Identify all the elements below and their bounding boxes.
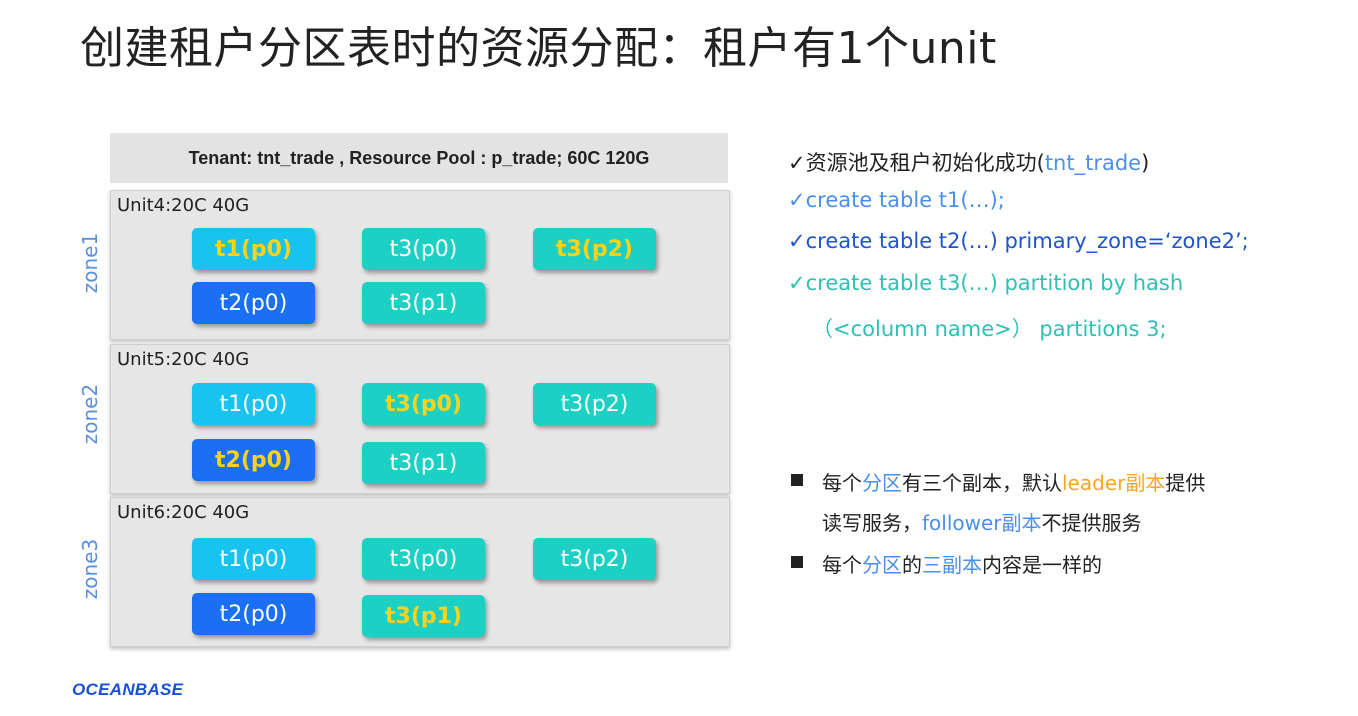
partition-label: t3(p2) xyxy=(556,236,633,262)
unit-label: Unit5:20C 40G xyxy=(117,349,250,370)
check-icon: ✓ xyxy=(788,151,806,175)
partition-label: t3(p0) xyxy=(389,236,458,262)
partition-block: t3(p1) xyxy=(362,282,485,324)
partition-block: t3(p1) xyxy=(362,442,485,484)
text-segment: 分区 xyxy=(862,553,902,577)
note-line: 每个分区的三副本内容是一样的 xyxy=(822,549,1102,578)
text-segment: 读写服务， xyxy=(822,511,922,535)
step-line: （<column name>） partitions 3; xyxy=(812,313,1167,343)
partition-label: t3(p0) xyxy=(389,546,458,572)
text-segment: 资源池及租户初始化成功( xyxy=(805,151,1045,175)
text-segment: follower副本 xyxy=(922,511,1042,535)
partition-label: t2(p0) xyxy=(219,290,288,316)
step-line: ✓create table t1(…); xyxy=(788,188,1005,212)
partition-block: t3(p0) xyxy=(362,538,485,580)
partition-label: t1(p0) xyxy=(219,391,288,417)
partition-label: t3(p2) xyxy=(560,546,629,572)
partition-block: t1(p0) xyxy=(192,538,315,580)
bullet-square-icon xyxy=(791,556,803,568)
oceanbase-logo: OCEANBASE xyxy=(72,680,184,699)
unit-label: Unit6:20C 40G xyxy=(117,502,250,523)
check-icon: ✓ xyxy=(788,188,806,212)
text-segment: leader副本 xyxy=(1062,471,1166,495)
partition-block: t3(p1) xyxy=(362,595,485,637)
zone-label: zone2 xyxy=(78,383,102,445)
partition-label: t2(p0) xyxy=(219,601,288,627)
text-segment: 分区 xyxy=(862,471,902,495)
partition-block: t1(p0) xyxy=(192,228,315,270)
text-segment: 提供 xyxy=(1165,471,1206,495)
unit-box-zone1: Unit4:20C 40G t1(p0) t3(p0) t3(p2) t2(p0… xyxy=(110,190,730,340)
partition-block: t3(p0) xyxy=(362,383,485,425)
partition-block: t3(p2) xyxy=(533,383,656,425)
partition-block: t2(p0) xyxy=(192,439,315,481)
unit-box-zone3: Unit6:20C 40G t1(p0) t3(p0) t3(p2) t2(p0… xyxy=(110,497,730,647)
zone-label: zone3 xyxy=(78,538,102,600)
partition-block: t2(p0) xyxy=(192,282,315,324)
text-segment: create table t3(…) partition by hash xyxy=(805,271,1184,295)
tenant-header: Tenant: tnt_trade , Resource Pool : p_tr… xyxy=(110,133,728,183)
bullet-square-icon xyxy=(791,474,803,486)
note-line: 读写服务，follower副本不提供服务 xyxy=(822,507,1142,536)
partition-label: t3(p1) xyxy=(389,290,458,316)
text-segment: create table t2(…) primary_zone=‘zone2’; xyxy=(805,229,1249,253)
text-segment: 每个 xyxy=(822,553,862,577)
text-segment: 内容是一样的 xyxy=(982,553,1102,577)
text-segment: 三副本 xyxy=(922,553,982,577)
partition-label: t3(p0) xyxy=(385,391,462,417)
partition-label: t3(p1) xyxy=(389,450,458,476)
text-segment: 有三个副本，默认 xyxy=(902,471,1062,495)
step-line: ✓create table t3(…) partition by hash xyxy=(788,271,1183,295)
note-line: 每个分区有三个副本，默认leader副本提供 xyxy=(822,467,1205,496)
partition-block: t3(p2) xyxy=(533,538,656,580)
text-segment: 的 xyxy=(902,553,922,577)
check-icon: ✓ xyxy=(788,229,806,253)
check-icon: ✓ xyxy=(788,271,806,295)
partition-label: t3(p1) xyxy=(385,603,462,629)
partition-block: t1(p0) xyxy=(192,383,315,425)
partition-block: t3(p2) xyxy=(533,228,656,270)
partition-label: t1(p0) xyxy=(219,546,288,572)
partition-block: t3(p0) xyxy=(362,228,485,270)
unit-label: Unit4:20C 40G xyxy=(117,195,250,216)
partition-label: t3(p2) xyxy=(560,391,629,417)
unit-box-zone2: Unit5:20C 40G t1(p0) t3(p0) t3(p2) t2(p0… xyxy=(110,344,730,494)
step-line: ✓create table t2(…) primary_zone=‘zone2’… xyxy=(788,229,1249,253)
text-segment: 每个 xyxy=(822,471,862,495)
partition-label: t2(p0) xyxy=(215,447,292,473)
zone-label: zone1 xyxy=(78,232,102,294)
text-segment: （<column name>） partitions 3; xyxy=(812,317,1167,341)
text-segment: tnt_trade xyxy=(1044,151,1142,175)
step-line: ✓资源池及租户初始化成功(tnt_trade) xyxy=(788,147,1149,177)
text-segment: 不提供服务 xyxy=(1041,511,1142,535)
page-title: 创建租户分区表时的资源分配：租户有1个unit xyxy=(80,23,997,74)
partition-label: t1(p0) xyxy=(215,236,292,262)
text-segment: ) xyxy=(1141,151,1150,175)
text-segment: create table t1(…); xyxy=(805,188,1005,212)
partition-block: t2(p0) xyxy=(192,593,315,635)
